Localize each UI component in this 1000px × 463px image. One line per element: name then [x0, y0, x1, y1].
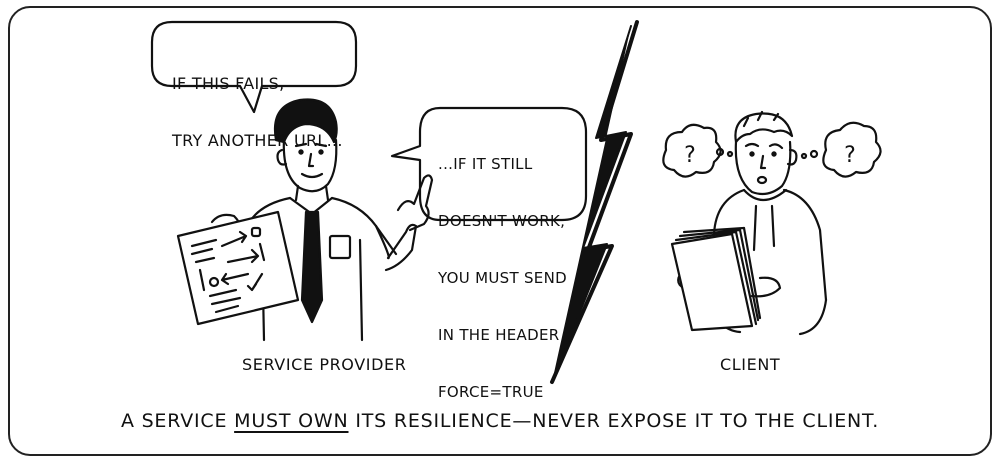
caption-after: ITS RESILIENCE—NEVER EXPOSE IT TO THE CL…	[348, 410, 880, 432]
speech-bubble-provider-1	[150, 20, 358, 114]
caption: A SERVICE MUST OWN ITS RESILIENCE—NEVER …	[0, 410, 1000, 432]
speech-bubble-2-text: ...IF IT STILL DOESN'T WORK, YOU MUST SE…	[438, 117, 567, 421]
speech-bubble-1-text: IF THIS FAILS, TRY ANOTHER URL...	[172, 36, 343, 169]
client-label: CLIENT	[720, 355, 781, 374]
caption-before: A SERVICE	[120, 410, 235, 432]
speech-bubble-provider-2	[390, 106, 588, 222]
bubble-2-line-1: ...IF IT STILL	[438, 155, 533, 173]
diagram-sheet	[176, 210, 300, 326]
caption-emphasis: MUST OWN	[234, 410, 349, 432]
bubble-2-line-4: IN THE HEADER	[438, 326, 560, 344]
bubble-1-line-2: TRY ANOTHER URL...	[172, 131, 343, 150]
service-provider-label: SERVICE PROVIDER	[242, 355, 407, 374]
bubble-1-line-1: IF THIS FAILS,	[172, 74, 285, 93]
bubble-2-line-3: YOU MUST SEND	[438, 269, 567, 287]
bubble-2-line-2: DOESN'T WORK,	[438, 212, 566, 230]
thought-bubble-left	[662, 123, 722, 178]
thought-left-question-mark: ?	[684, 143, 696, 168]
paper-stack	[670, 226, 762, 332]
service-provider-figure	[210, 98, 434, 342]
thought-bubble-right	[822, 121, 882, 178]
thought-right-question-mark: ?	[844, 143, 856, 168]
bubble-2-line-5: FORCE=TRUE	[438, 383, 544, 401]
